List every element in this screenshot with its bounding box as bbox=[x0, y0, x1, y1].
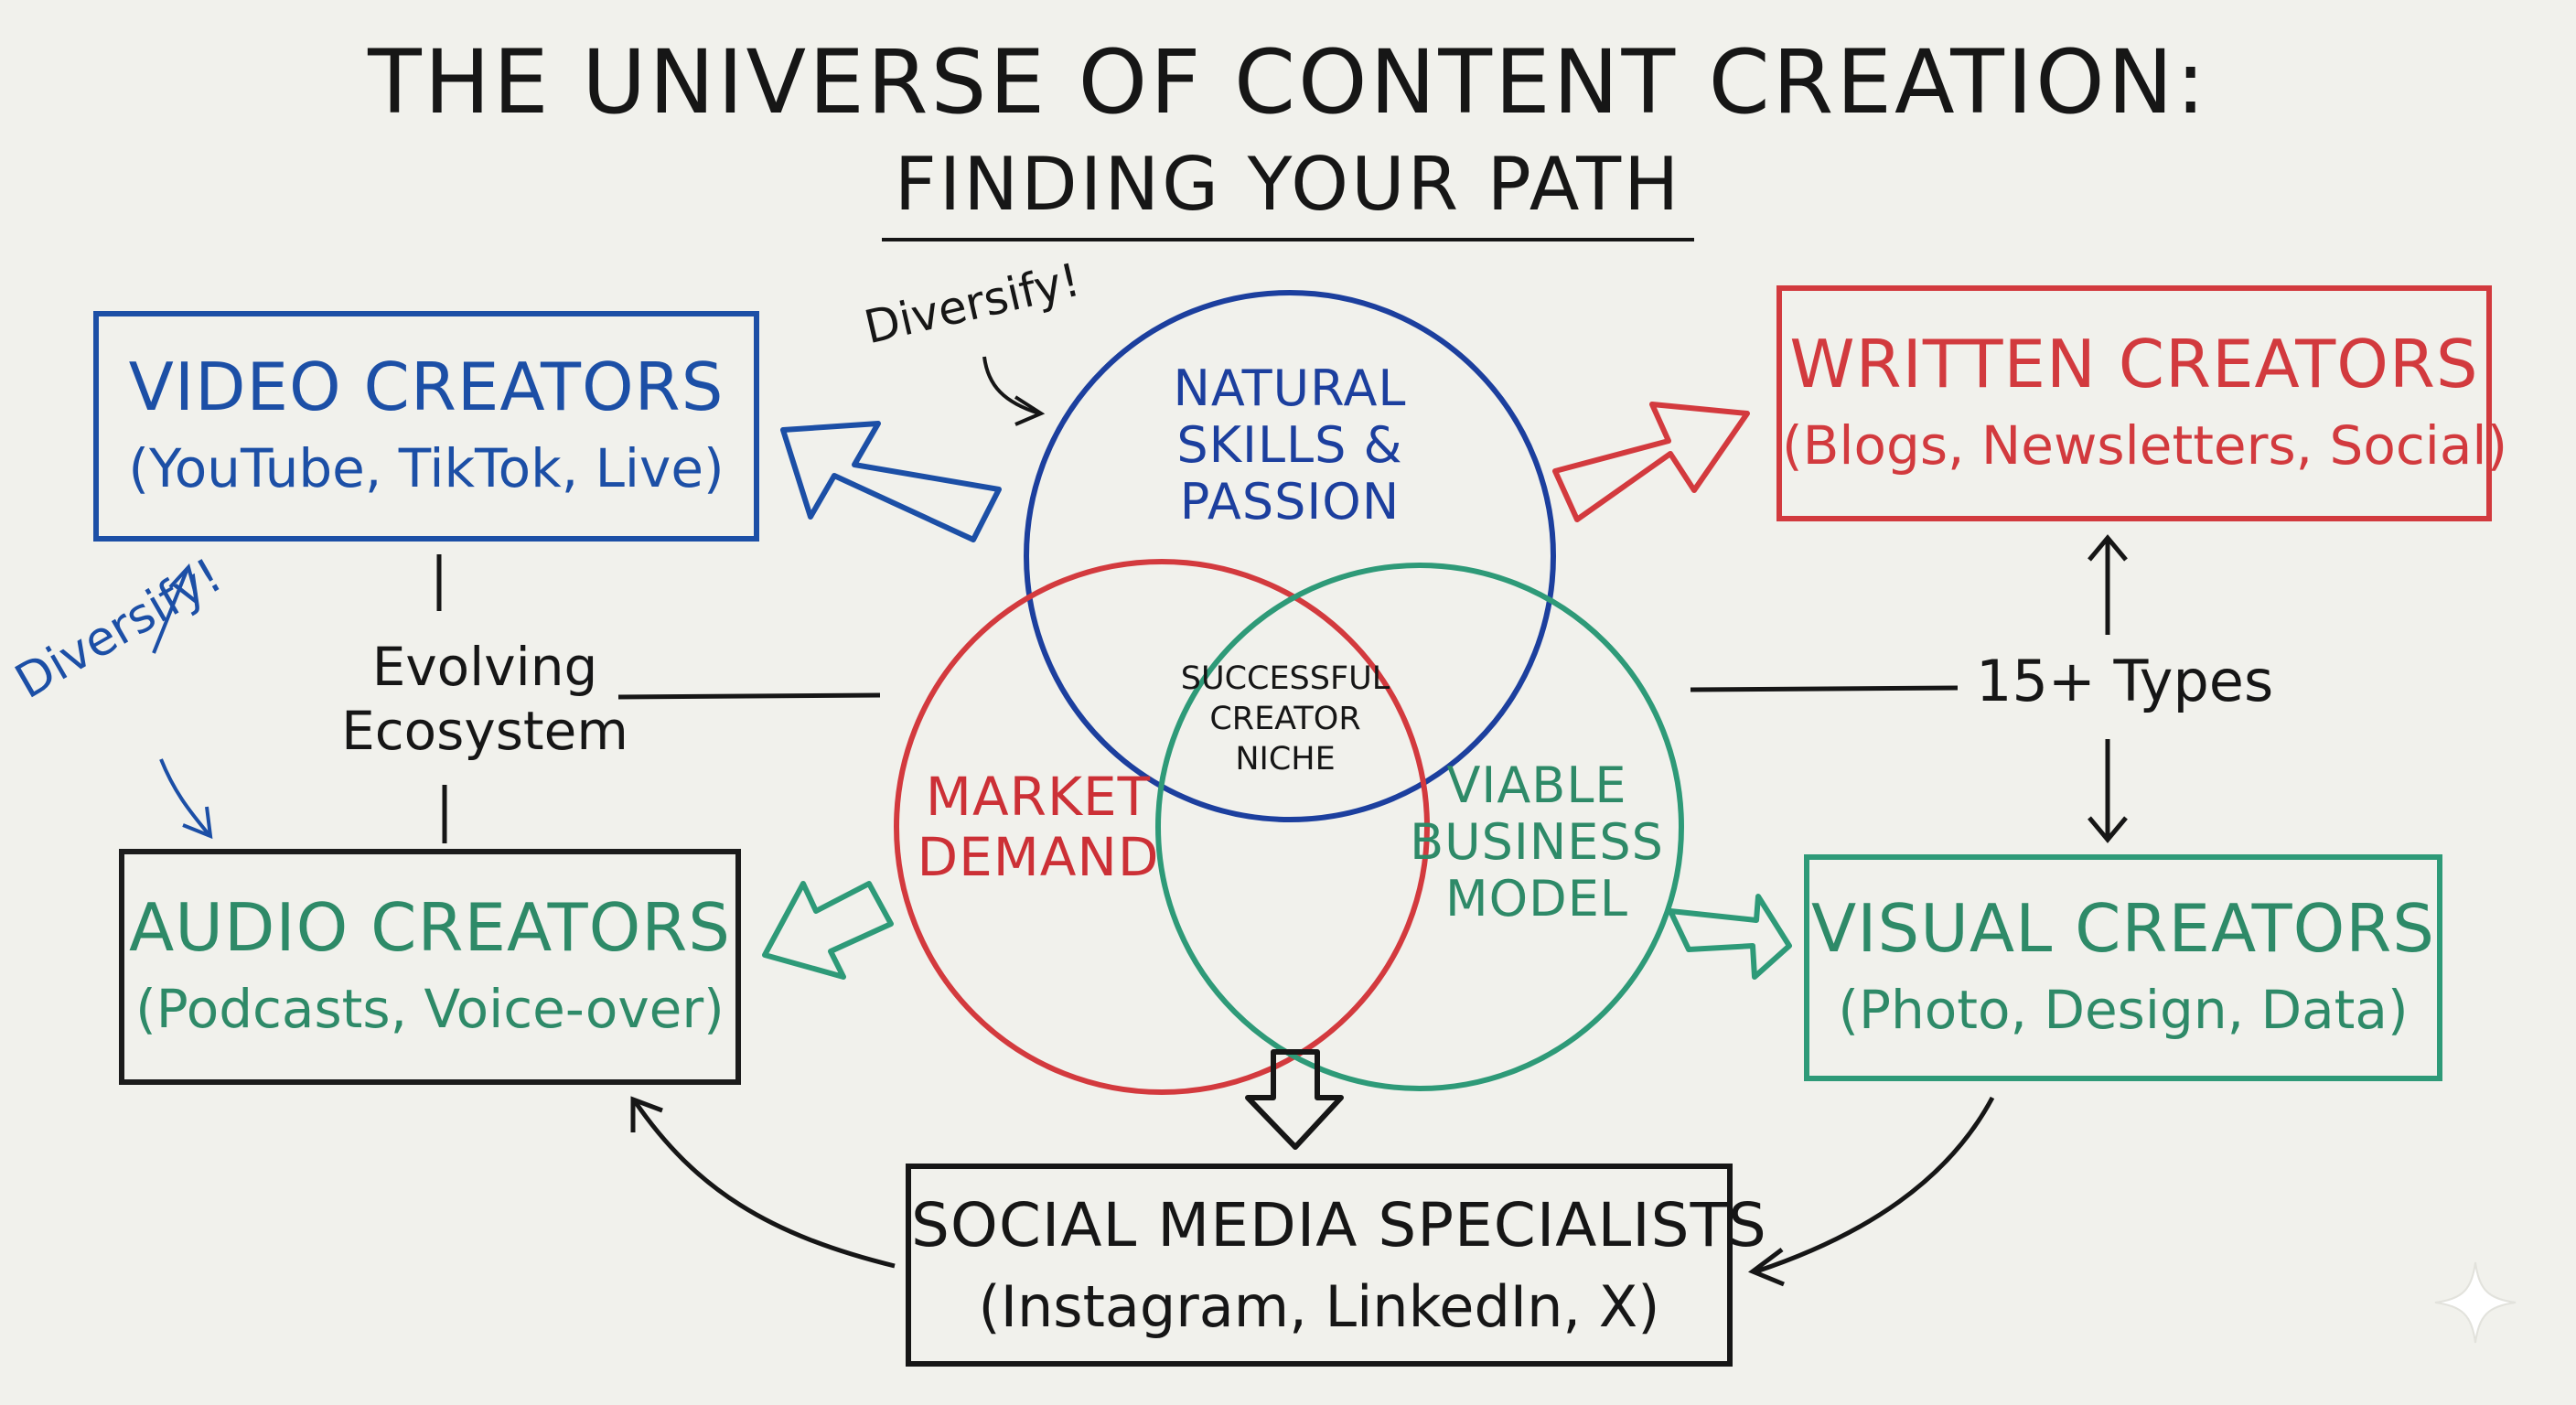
audio-creators-box: AUDIO CREATORS (Podcasts, Voice-over) bbox=[119, 849, 741, 1085]
visual-creators-title: VISUAL CREATORS bbox=[1811, 890, 2435, 967]
connector-types bbox=[1690, 685, 1959, 692]
venn-label-line: NICHE bbox=[1235, 741, 1336, 778]
venn-label-line: VIABLE bbox=[1446, 756, 1627, 814]
venn-label-line: SKILLS & bbox=[1176, 416, 1403, 474]
venn-label-market-demand: MARKET DEMAND bbox=[906, 767, 1171, 887]
venn-label-line: MARKET bbox=[925, 766, 1152, 828]
types-count-note: 15+ Types bbox=[1976, 648, 2274, 714]
social-media-title: SOCIAL MEDIA SPECIALISTS bbox=[911, 1190, 1767, 1260]
evolving-ecosystem-note: Evolving Ecosystem bbox=[320, 635, 649, 763]
curve-arrow-from-visual bbox=[1747, 1096, 1995, 1287]
written-creators-title: WRITTEN CREATORS bbox=[1789, 326, 2479, 402]
venn-circle-business bbox=[1155, 563, 1684, 1091]
note-line: Evolving bbox=[371, 636, 598, 698]
note-line: Ecosystem bbox=[341, 700, 628, 762]
venn-label-business-model: VIABLE BUSINESS MODEL bbox=[1400, 757, 1674, 928]
venn-circle-skills bbox=[1024, 290, 1556, 822]
social-media-examples: (Instagram, LinkedIn, X) bbox=[978, 1273, 1660, 1340]
venn-label-line: PASSION bbox=[1179, 473, 1401, 531]
audio-creators-title: AUDIO CREATORS bbox=[128, 889, 732, 966]
page-subtitle: FINDING YOUR PATH bbox=[881, 137, 1695, 241]
types-up-arrow bbox=[2088, 534, 2128, 635]
video-creators-title: VIDEO CREATORS bbox=[128, 349, 724, 425]
arrow-to-social bbox=[1245, 1049, 1344, 1150]
title-block: THE UNIVERSE OF CONTENT CREATION: FINDIN… bbox=[0, 27, 2576, 241]
sparkle-icon bbox=[2434, 1261, 2517, 1344]
social-media-specialists-box: SOCIAL MEDIA SPECIALISTS (Instagram, Lin… bbox=[906, 1164, 1767, 1367]
venn-label-line: DEMAND bbox=[917, 826, 1160, 888]
venn-label-skills-passion: NATURAL SKILLS & PASSION bbox=[1107, 360, 1473, 531]
diversify-down-arrow bbox=[159, 758, 213, 840]
video-creators-box: VIDEO CREATORS (YouTube, TikTok, Live) bbox=[93, 311, 759, 542]
arrow-to-audio bbox=[762, 881, 894, 980]
venn-label-line: SUCCESSFUL bbox=[1180, 660, 1390, 697]
video-creators-examples: (YouTube, TikTok, Live) bbox=[128, 437, 724, 499]
venn-label-creator-niche: SUCCESSFUL CREATOR NICHE bbox=[1175, 659, 1395, 779]
written-creators-examples: (Blogs, Newsletters, Social) bbox=[1782, 414, 2508, 477]
venn-label-line: BUSINESS bbox=[1410, 813, 1664, 871]
page-title: THE UNIVERSE OF CONTENT CREATION: bbox=[368, 31, 2208, 134]
visual-creators-box: VISUAL CREATORS (Photo, Design, Data) bbox=[1804, 854, 2442, 1081]
venn-label-line: CREATOR bbox=[1209, 701, 1361, 737]
venn-label-line: NATURAL bbox=[1173, 359, 1407, 417]
venn-circle-market bbox=[894, 559, 1430, 1095]
diversify-top-arrow bbox=[982, 356, 1046, 426]
visual-creators-examples: (Photo, Design, Data) bbox=[1838, 979, 2409, 1041]
arrow-to-video bbox=[780, 421, 1002, 542]
arrow-to-written bbox=[1552, 402, 1750, 522]
venn-label-line: MODEL bbox=[1445, 870, 1628, 928]
diversify-up-arrow bbox=[152, 563, 198, 654]
curve-arrow-to-audio bbox=[630, 1096, 896, 1269]
connector-evolving bbox=[617, 692, 881, 700]
written-creators-box: WRITTEN CREATORS (Blogs, Newsletters, So… bbox=[1776, 285, 2508, 521]
arrow-to-visual bbox=[1668, 894, 1792, 980]
types-down-arrow bbox=[2088, 739, 2128, 843]
audio-creators-examples: (Podcasts, Voice-over) bbox=[135, 978, 724, 1040]
